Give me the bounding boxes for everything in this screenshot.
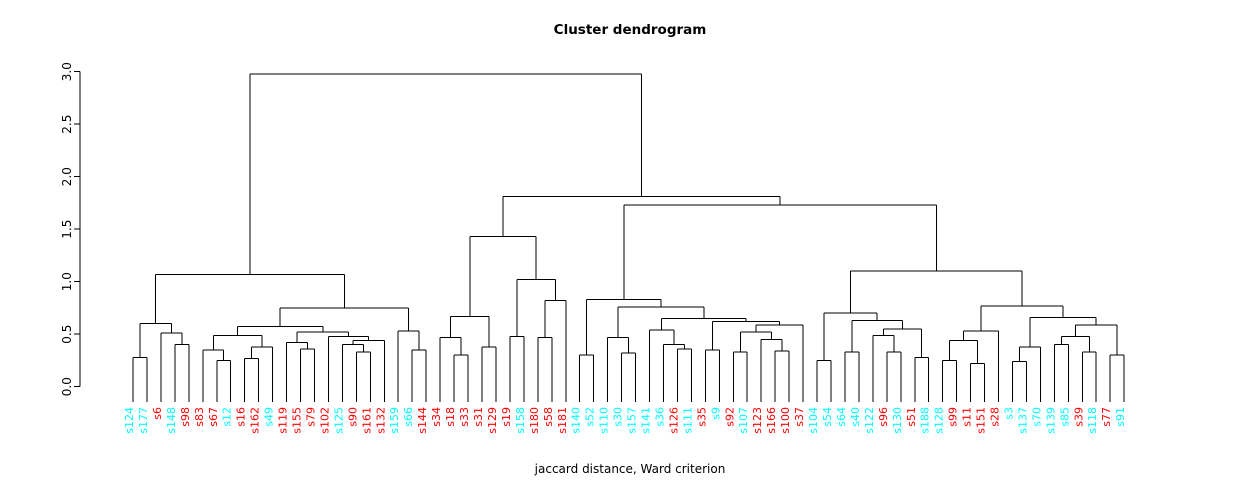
leaf-label: s110 [598,407,611,434]
leaf-label: s107 [737,407,750,434]
y-axis-tick-label: 0.0 [60,377,74,396]
leaf-label: s92 [723,407,736,427]
y-axis-tick-label: 2.5 [60,115,74,134]
leaf-label: s148 [165,407,178,434]
leaf-label: s30 [612,407,625,427]
leaf-label: s141 [640,407,653,434]
y-axis-tick-label: 3.0 [60,62,74,81]
leaf-label: s137 [1016,407,1029,434]
leaf-label: s54 [821,407,834,427]
leaf-label: s157 [626,407,639,434]
leaf-label: s188 [919,407,932,434]
leaf-label: s180 [528,407,541,434]
leaf-label: s31 [472,407,485,427]
leaf-label: s67 [207,407,220,427]
leaf-label: s35 [695,407,708,427]
leaf-label: s166 [765,407,778,434]
leaf-label: s33 [458,407,471,427]
leaf-label: s6 [151,407,164,420]
leaf-label: s161 [360,407,373,434]
leaf-label: s158 [514,407,527,434]
leaf-label: s9 [709,407,722,420]
leaf-label: s12 [221,407,234,427]
leaf-label: s126 [667,407,680,434]
leaf-label: s102 [318,407,331,434]
leaf-label: s119 [277,407,290,434]
leaf-label: s18 [444,407,457,427]
leaf-label: s39 [1072,407,1085,427]
leaf-label: s90 [346,407,359,427]
y-axis-tick-label: 0.5 [60,325,74,344]
leaf-label: s49 [263,407,276,427]
x-axis-label: jaccard distance, Ward criterion [534,462,726,476]
leaf-label: s91 [1114,407,1127,427]
leaf-label: s111 [681,407,694,434]
leaf-label: s155 [291,407,304,434]
leaf-label: s77 [1100,407,1113,427]
leaf-label: s37 [793,407,806,427]
leaf-label: s40 [849,407,862,427]
leaf-label: s34 [430,407,443,427]
plot-title: Cluster dendrogram [553,22,707,38]
leaf-label: s124 [123,407,136,434]
y-axis-tick-label: 1.5 [60,220,74,239]
leaf-label: s36 [653,407,666,427]
leaf-label: s85 [1058,407,1071,427]
leaf-label: s177 [137,407,150,434]
leaf-label: s122 [863,407,876,434]
leaf-label: s162 [249,407,262,434]
y-axis: 0.0 0.5 1.0 1.5 2.0 2.5 3.0 [60,62,81,396]
leaf-label: s144 [416,407,429,434]
leaf-label: s140 [570,407,583,434]
leaf-label: s79 [304,407,317,427]
leaf-label: s132 [374,407,387,434]
leaf-label: s100 [779,407,792,434]
dendrogram-branches [132,73,1125,402]
leaf-label: s11 [961,407,974,427]
leaf-label: s128 [933,407,946,434]
leaf-label: s129 [486,407,499,434]
y-axis-tick-label: 2.0 [60,167,74,186]
leaf-label: s104 [807,407,820,434]
leaf-label: s151 [975,407,988,434]
leaf-label: s70 [1030,407,1043,427]
leaf-label: s83 [193,407,206,427]
leaf-label: s181 [556,407,569,434]
y-axis-tick-label: 1.0 [60,272,74,291]
leaf-label: s130 [891,407,904,434]
leaf-label: s66 [402,407,415,427]
leaf-label: s118 [1086,407,1099,434]
leaf-label: s159 [388,407,401,434]
leaf-label: s96 [877,407,890,427]
leaf-label: s3 [1002,407,1015,420]
leaf-label: s19 [500,407,513,427]
leaf-label: s123 [751,407,764,434]
leaf-label: s52 [584,407,597,427]
leaf-label: s16 [235,407,248,427]
leaf-label: s58 [542,407,555,427]
leaf-label: s64 [835,407,848,427]
leaf-label: s99 [947,407,960,427]
leaf-label: s139 [1044,407,1057,434]
leaf-label: s125 [332,407,345,434]
leaf-label: s98 [179,407,192,427]
leaf-label: s28 [989,407,1002,427]
leaf-label: s51 [905,407,918,427]
